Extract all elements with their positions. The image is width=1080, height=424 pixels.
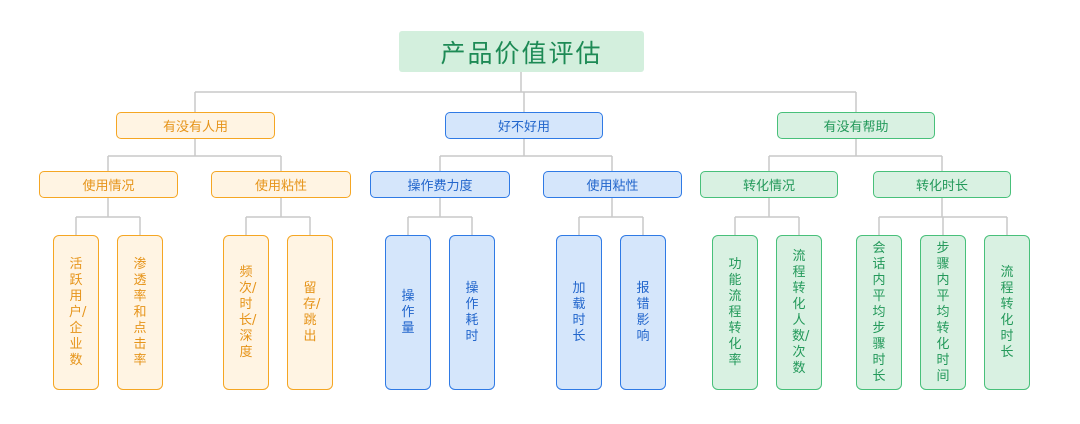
leaf-label: 操作耗时 <box>465 280 479 344</box>
leaf-funnel-conversion-rate: 功能流程转化率 <box>712 235 758 390</box>
leaf-penetration-click-rate: 渗透率和点击率 <box>117 235 163 390</box>
leaf-load-time: 加载时长 <box>556 235 602 390</box>
branch-label: 有没有帮助 <box>823 120 889 135</box>
leaf-label: 流程转化人数/次数 <box>792 248 810 376</box>
leaf-active-users: 活跃用户/企业数 <box>53 235 99 390</box>
root-label: 产品价值评估 <box>440 38 603 68</box>
sub-conversion-status: 转化情况 <box>700 171 838 198</box>
leaf-label: 加载时长 <box>572 280 586 344</box>
sub-conversion-duration: 转化时长 <box>873 171 1011 198</box>
leaf-operation-count: 操作量 <box>385 235 431 390</box>
leaf-label: 渗透率和点击率 <box>133 256 147 368</box>
leaf-operation-time: 操作耗时 <box>449 235 495 390</box>
sub-label: 使用粘性 <box>586 179 639 194</box>
leaf-conversion-users-times: 流程转化人数/次数 <box>776 235 822 390</box>
sub-label: 转化情况 <box>742 179 795 194</box>
sub-usage-stickiness-2: 使用粘性 <box>543 171 682 198</box>
leaf-label: 流程转化时长 <box>1000 264 1014 360</box>
branch-is-helpful: 有没有帮助 <box>777 112 935 139</box>
sub-label: 操作费力度 <box>407 179 473 194</box>
leaf-session-avg-step-duration: 会话内平均步骤时长 <box>856 235 902 390</box>
leaf-label: 功能流程转化率 <box>728 256 742 368</box>
leaf-error-impact: 报错影响 <box>620 235 666 390</box>
branch-label: 有没有人用 <box>162 120 228 135</box>
sub-usage-status: 使用情况 <box>39 171 178 198</box>
branch-has-users: 有没有人用 <box>116 112 275 139</box>
leaf-label: 步骤内平均转化时间 <box>936 240 950 384</box>
sub-label: 使用粘性 <box>254 179 307 194</box>
leaf-frequency-duration-depth: 频次/时长/深度 <box>223 235 269 390</box>
leaf-label: 留存/跳出 <box>303 280 321 344</box>
leaf-step-avg-conversion-time: 步骤内平均转化时间 <box>920 235 966 390</box>
branch-label: 好不好用 <box>497 120 550 135</box>
leaf-label: 会话内平均步骤时长 <box>872 240 886 384</box>
sub-operation-effort: 操作费力度 <box>370 171 510 198</box>
leaf-label: 活跃用户/企业数 <box>69 256 87 368</box>
sub-usage-stickiness: 使用粘性 <box>211 171 351 198</box>
leaf-label: 操作量 <box>401 288 415 336</box>
leaf-label: 频次/时长/深度 <box>239 264 257 360</box>
leaf-funnel-conversion-duration: 流程转化时长 <box>984 235 1030 390</box>
leaf-retention-bounce: 留存/跳出 <box>287 235 333 390</box>
root-node: 产品价值评估 <box>399 31 644 72</box>
leaf-label: 报错影响 <box>636 280 650 344</box>
sub-label: 使用情况 <box>82 179 135 194</box>
sub-label: 转化时长 <box>915 179 968 194</box>
branch-easy-to-use: 好不好用 <box>445 112 603 139</box>
